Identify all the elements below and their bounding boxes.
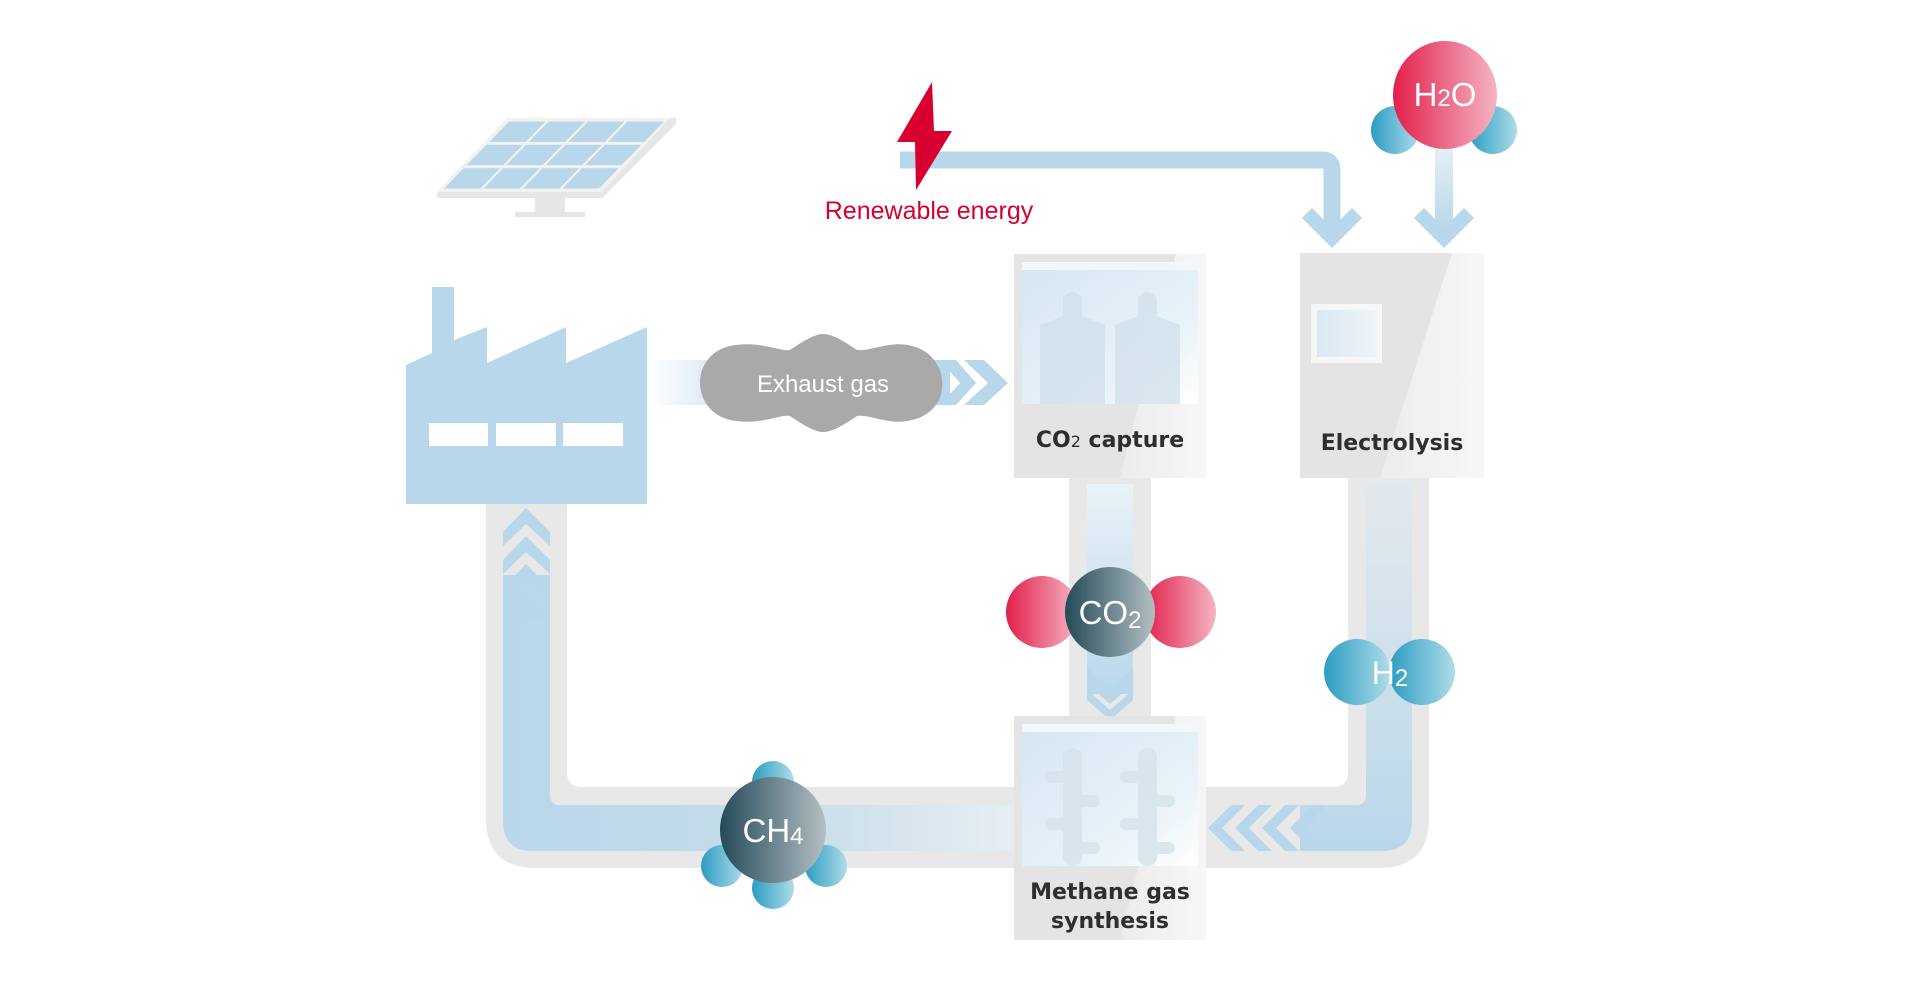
solar-cell xyxy=(506,144,563,166)
exhaust-flow-chevrons xyxy=(940,360,1008,405)
electrolysis-unit: Electrolysis xyxy=(1300,253,1484,478)
chevron-up-icon xyxy=(503,536,550,574)
methane-synthesis-unit: Methane gas synthesis xyxy=(1014,716,1206,940)
svg-text:CO2: CO2 xyxy=(1079,594,1142,634)
chevron-left-icon xyxy=(1290,805,1327,851)
arrow-down-icon xyxy=(1414,208,1474,248)
reactor-column-icon xyxy=(1045,748,1175,866)
lightning-bolt-icon xyxy=(897,82,952,190)
h2-molecule: H2 xyxy=(1324,639,1455,705)
solar-cell xyxy=(585,144,642,166)
co2-capture-label: CO2 capture xyxy=(1036,428,1184,453)
factory-icon xyxy=(406,287,647,504)
chevron-left-icon xyxy=(1235,805,1272,851)
solar-cell xyxy=(562,168,619,189)
exhaust-gas-flow: Exhaust gas xyxy=(650,334,1008,432)
solar-cell xyxy=(443,168,501,189)
methane-synthesis-label-line2: synthesis xyxy=(1051,909,1169,934)
solar-cell xyxy=(489,121,546,142)
co2-capture-unit: CO2 capture xyxy=(1014,254,1206,478)
water-feed-line xyxy=(1414,140,1474,248)
ch4-molecule: CH4 xyxy=(701,761,847,909)
exhaust-gas-cloud xyxy=(700,334,943,432)
solar-cell xyxy=(522,168,580,189)
methane-synthesis-label-line1: Methane gas xyxy=(1030,880,1190,905)
svg-text:CH4: CH4 xyxy=(742,812,803,850)
energy-flow-line xyxy=(600,151,1362,248)
ch4-flow-chevrons xyxy=(503,508,550,620)
solar-cell xyxy=(466,144,523,166)
renewable-energy-label: Renewable energy xyxy=(825,197,1034,225)
co2-flow-chevrons xyxy=(1087,668,1133,720)
solar-cell xyxy=(528,121,586,142)
exhaust-gas-label: Exhaust gas xyxy=(757,371,889,398)
solar-cell xyxy=(483,168,540,189)
solar-cell xyxy=(545,144,602,166)
svg-text:H2O: H2O xyxy=(1414,76,1477,113)
chevron-up-icon xyxy=(503,564,550,602)
solar-panel-icon xyxy=(437,118,676,217)
chevron-left-icon xyxy=(1262,805,1299,851)
capture-tank-icon xyxy=(1040,292,1180,404)
h2-flow-chevrons xyxy=(1208,805,1327,851)
chevron-up-icon xyxy=(503,508,550,546)
electrolysis-label: Electrolysis xyxy=(1321,431,1464,456)
arrow-down-icon xyxy=(1302,208,1362,248)
chevron-left-icon xyxy=(1208,805,1245,851)
co2-molecule: CO2 xyxy=(1006,567,1216,657)
solar-cell xyxy=(568,121,625,142)
chevron-up-icon xyxy=(503,592,550,620)
svg-text:H2: H2 xyxy=(1372,655,1408,692)
h2o-molecule: H2O xyxy=(1371,41,1517,154)
solar-cell xyxy=(607,121,665,142)
